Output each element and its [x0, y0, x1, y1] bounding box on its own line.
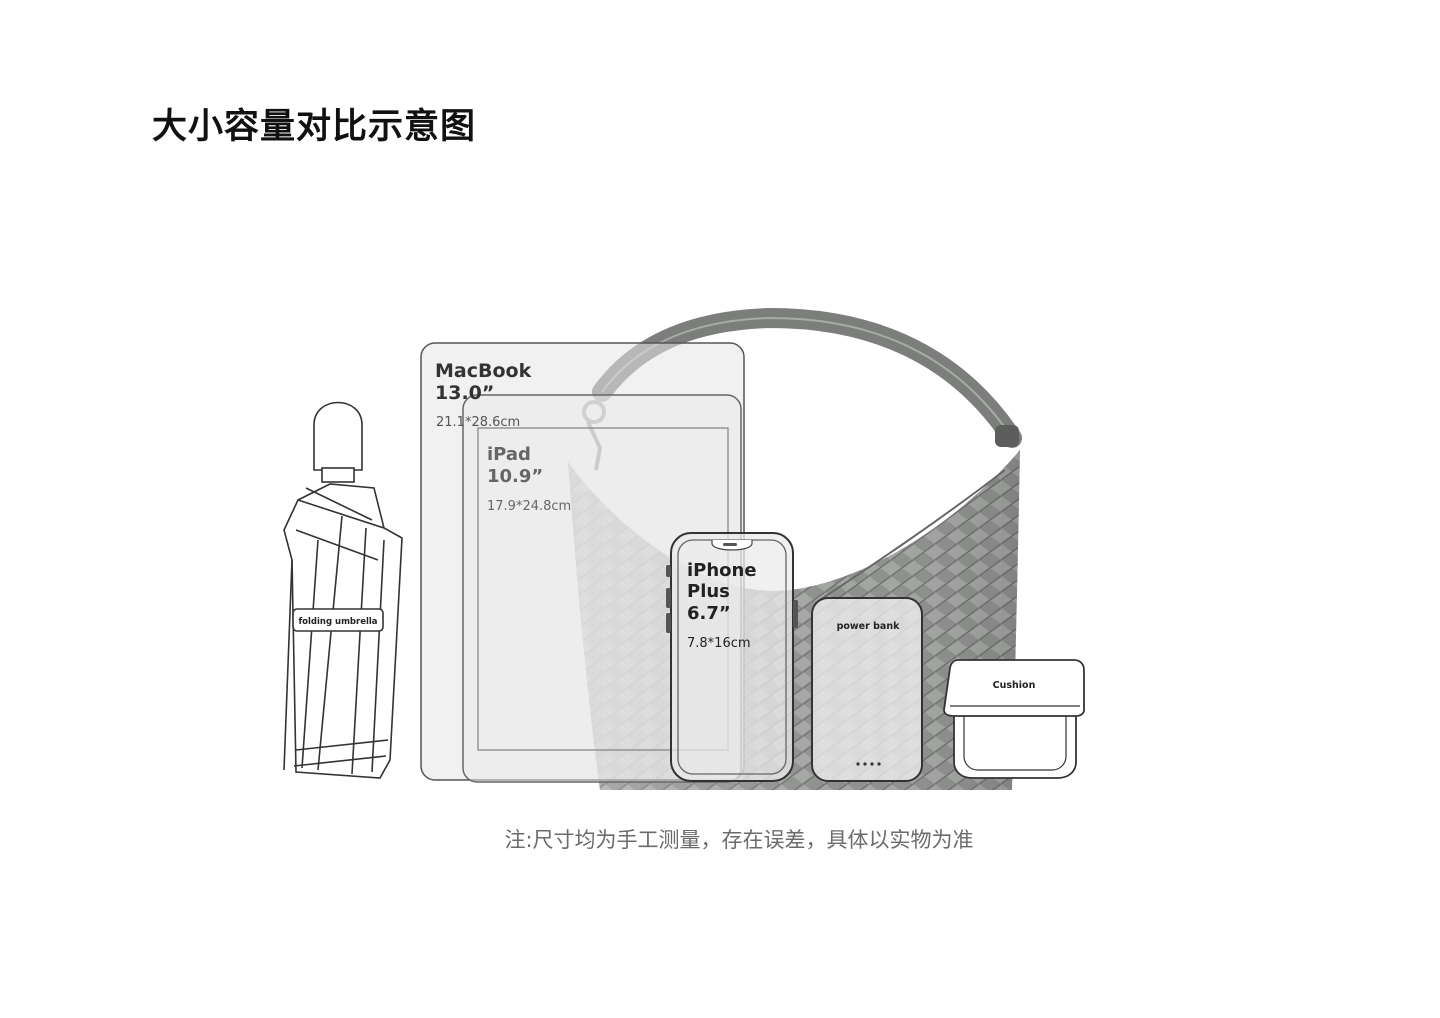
disclaimer-note: 注:尺寸均为手工测量，存在误差，具体以实物为准: [504, 828, 974, 852]
cushion-illustration: [943, 659, 1085, 779]
umbrella-handle: [313, 401, 363, 471]
cushion-lid: [943, 659, 1085, 717]
iphone-label-line2: Plus: [687, 581, 730, 602]
umbrella-illustration: [283, 401, 403, 779]
macbook-size-label: 13.0”: [435, 382, 494, 404]
ipad-size-label: 10.9”: [487, 466, 543, 487]
page-title: 大小容量对比示意图: [152, 107, 477, 147]
umbrella-label: folding umbrella: [298, 617, 377, 627]
bag-zipper: [819, 469, 1006, 601]
iphone-dims-label: 7.8*16cm: [687, 636, 751, 651]
iphone-label-line1: iPhone: [687, 560, 757, 581]
iphone-size-label: 6.7”: [687, 603, 731, 624]
ipad-label: iPad: [487, 444, 531, 465]
power-bank-label: power bank: [837, 621, 901, 632]
macbook-dims-label: 21.1*28.6cm: [436, 415, 520, 430]
power-bank-illustration: [811, 597, 923, 782]
umbrella-band: [292, 608, 384, 632]
cushion-label: Cushion: [993, 680, 1036, 691]
cushion-base: [953, 705, 1077, 779]
ipad-dims-label: 17.9*24.8cm: [487, 499, 571, 514]
macbook-label: MacBook: [435, 360, 532, 382]
bag-strap-clasp: [995, 425, 1019, 447]
iphone-illustration: [666, 532, 798, 782]
